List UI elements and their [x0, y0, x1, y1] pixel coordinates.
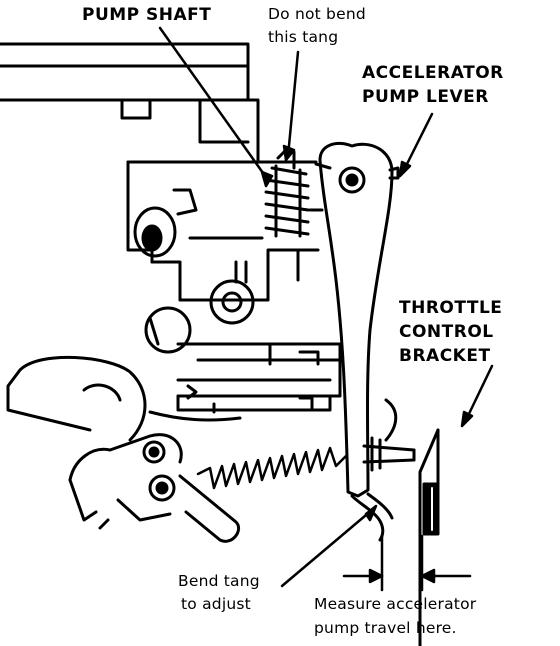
do-not-bend-label-line2: this tang	[268, 28, 339, 46]
return-spring	[196, 446, 348, 490]
throttle-control-bracket-label-line1: THROTTLE	[399, 298, 503, 318]
do-not-bend-label-line1: Do not bend	[268, 5, 366, 23]
lower-linkage	[6, 342, 342, 442]
adjustment-screw	[362, 398, 416, 472]
center-boss	[209, 279, 255, 325]
carburetor-body	[0, 42, 324, 302]
pump-shaft-spring	[264, 150, 310, 238]
bend-tang-label-line1: Bend tang	[178, 572, 260, 590]
measure-travel-label-line1: Measure accelerator	[314, 595, 477, 613]
pump-shaft-label: PUMP SHAFT	[82, 5, 212, 25]
accelerator-pump-lever-label-line1: ACCELERATOR	[362, 63, 504, 83]
measure-travel-label-line2: pump travel here.	[314, 619, 457, 637]
left-roller	[144, 306, 192, 354]
throttle-control-bracket-label-line2: CONTROL	[399, 322, 494, 342]
throttle-control-bracket	[418, 428, 440, 646]
leader-lines	[158, 26, 494, 588]
throttle-control-bracket-label-line3: BRACKET	[399, 346, 491, 366]
accelerator-pump-lever-label-line2: PUMP LEVER	[362, 87, 489, 107]
measurement-lines	[342, 534, 472, 592]
throttle-lever-linkage	[68, 433, 241, 543]
adjustable-tang	[350, 492, 394, 542]
accelerator-pump-lever	[314, 142, 400, 498]
bend-tang-label-line2: to adjust	[181, 595, 251, 613]
upper-boss	[133, 206, 177, 258]
